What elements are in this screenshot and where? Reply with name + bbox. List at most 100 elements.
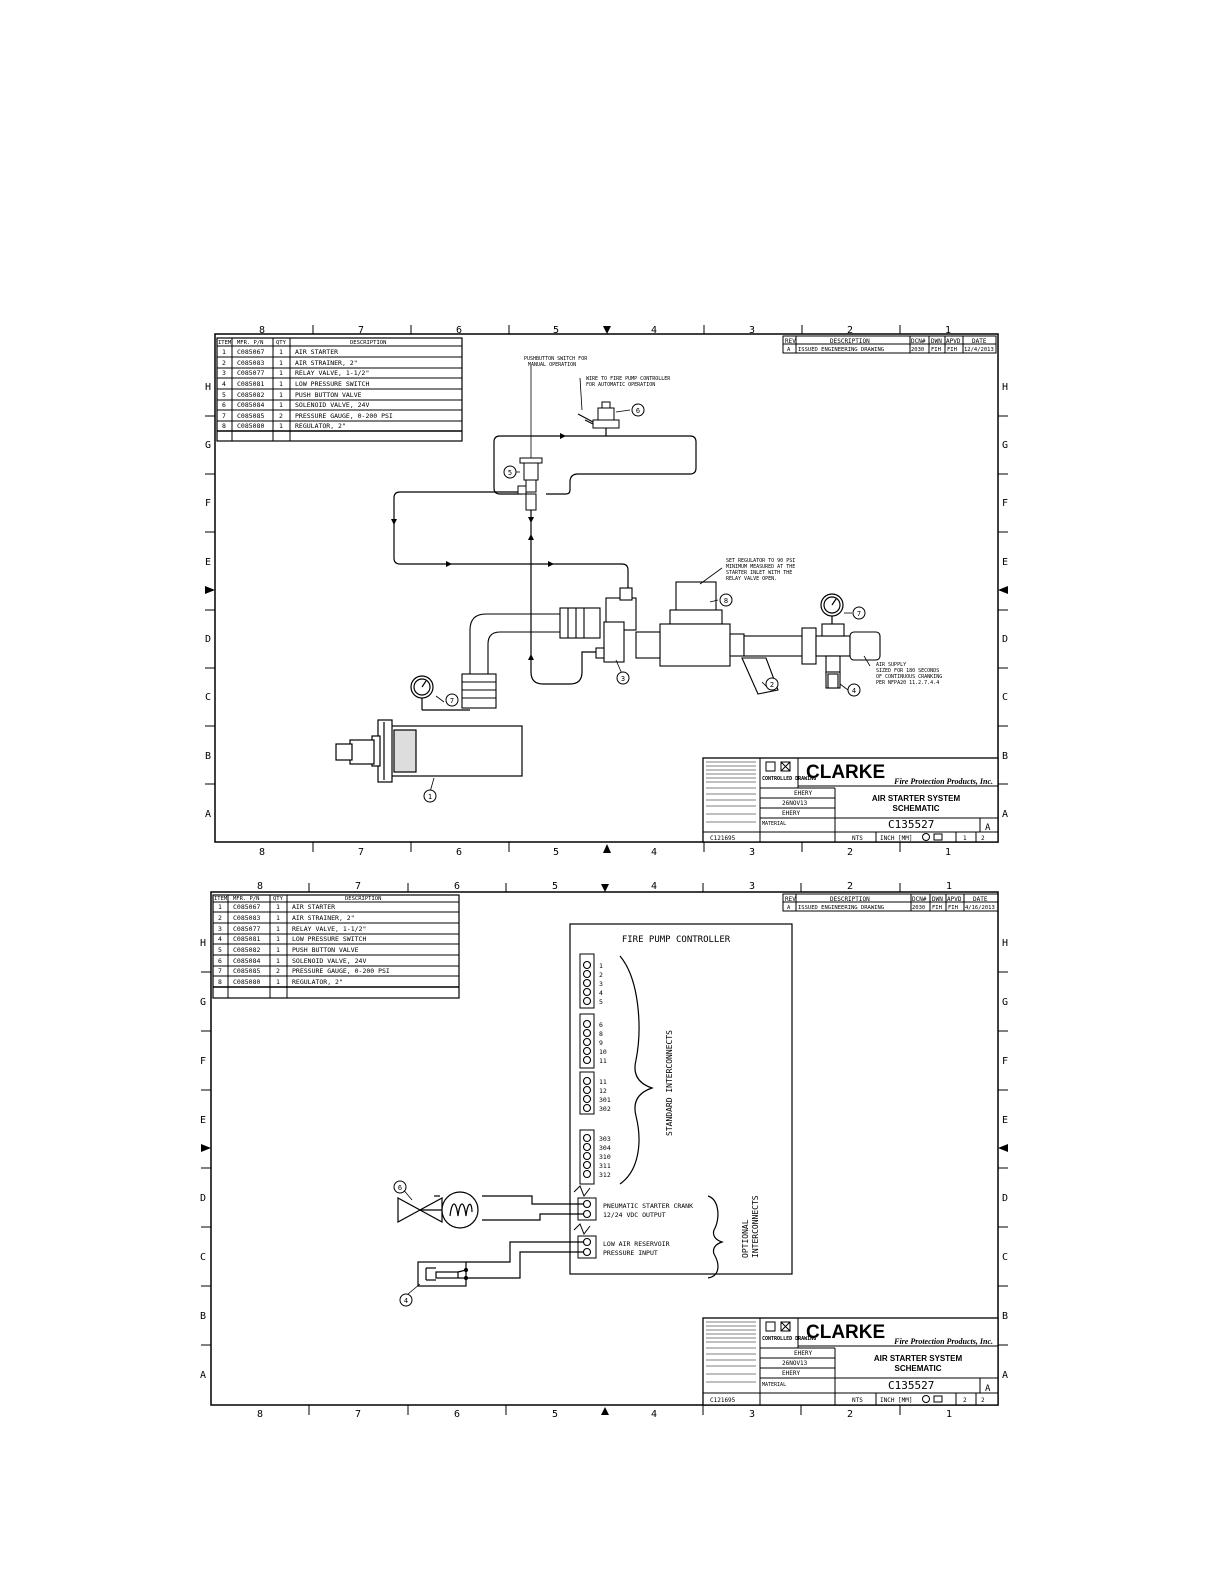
bom-cell: 1: [276, 914, 280, 922]
col-label: 8: [257, 881, 263, 892]
drawing-border: [214, 333, 999, 843]
terminal-label: 8: [599, 1030, 603, 1038]
terminal-label: 11: [599, 1078, 607, 1086]
terminal-label: 304: [599, 1144, 611, 1152]
col-label: 6: [456, 325, 462, 336]
bom-cell: REGULATOR, 2": [292, 978, 343, 986]
col-label: 1: [946, 1409, 952, 1420]
balloon-3: 3: [621, 675, 625, 683]
flow-arrow-icon: [560, 433, 566, 439]
material-label: MATERIAL: [762, 1382, 786, 1388]
revision-header: APVD: [946, 338, 961, 345]
col-label: 3: [749, 881, 755, 892]
bom-cell: 1: [279, 422, 283, 430]
projection-symbol-icon: [922, 833, 930, 841]
row-label: H: [200, 938, 206, 949]
drawing-title: SCHEMATIC: [895, 1364, 942, 1373]
drawing-border: [210, 891, 999, 1406]
terminal-label: 6: [599, 1021, 603, 1029]
revision-header: DESCRIPTION: [830, 338, 870, 345]
row-ruler: H G F E D C B A H G F E D C B A: [205, 382, 1008, 820]
terminal-label: 5: [599, 998, 603, 1006]
bom-cell: C085084: [237, 401, 264, 409]
center-arrow-icon: [201, 1144, 211, 1152]
center-arrow-icon: [205, 586, 215, 594]
col-label: 5: [552, 881, 558, 892]
title-block: CONTROLLED DRAWING CLARKE Fire Protectio…: [702, 1317, 999, 1406]
callout-balloons: 6 5 8 7 2 3 4 7 1: [423, 403, 866, 803]
revision-cell: A: [787, 347, 791, 353]
balloon-7: 7: [450, 697, 454, 705]
bom-cell: 4: [222, 380, 226, 388]
bom-cell: C085081: [237, 380, 264, 388]
sheet-number: 1: [963, 835, 967, 842]
note-air-supply: SIZED FOR 180 SECONDS: [876, 668, 939, 674]
solenoid-valve: [577, 401, 620, 429]
column-ruler-top: 8 7 6 5 4 3 2 1: [257, 881, 952, 892]
checked-by: EHERY: [782, 810, 800, 817]
revision-header: DWN: [931, 338, 942, 345]
bom-cell: C085082: [237, 391, 264, 399]
bom-cell: 1: [279, 391, 283, 399]
reservoir-input-label: LOW AIR RESERVOIR: [603, 1240, 670, 1248]
center-arrow-icon: [998, 586, 1008, 594]
units: INCH [MM]: [880, 835, 913, 842]
row-label: C: [1002, 692, 1008, 703]
bom-cell: AIR STARTER: [295, 348, 338, 356]
flow-arrow-icon: [528, 534, 534, 540]
col-label: 8: [259, 847, 265, 858]
air-line: [493, 435, 697, 495]
bom-cell: C085083: [233, 914, 260, 922]
reference-number: C121695: [710, 1397, 736, 1404]
col-label: 2: [847, 881, 853, 892]
col-label: 4: [651, 1409, 657, 1420]
row-label: D: [200, 1193, 206, 1204]
terminal-label: 3: [599, 980, 603, 988]
pneumatic-schematic: [393, 426, 697, 685]
units: INCH [MM]: [880, 1397, 913, 1404]
revision-header: DATE: [972, 338, 987, 345]
row-label: B: [1002, 751, 1008, 762]
bom-cell: C085080: [233, 978, 260, 986]
bom-cell: 7: [218, 967, 222, 975]
row-label: E: [205, 557, 211, 568]
standard-interconnects-label: STANDARD INTERCONNECTS: [665, 1030, 674, 1136]
bom-header: MFR. P/N: [233, 896, 260, 902]
col-label: 4: [651, 847, 657, 858]
revision-block: REV DESCRIPTION DCN# DWN APVD DATE A ISS…: [782, 335, 997, 354]
row-label: B: [205, 751, 211, 762]
bom-cell: 2: [218, 914, 222, 922]
terminal-screws: [582, 960, 592, 1257]
note-pushbutton: MANUAL OPERATION: [528, 362, 576, 368]
relay-valve: [595, 587, 637, 663]
bill-of-materials: ITEM MFR. P/N QTY DESCRIPTION 1 C085067 …: [216, 337, 463, 442]
bom-header: ITEM: [214, 896, 228, 902]
revision-cell: ISSUED ENGINEERING DRAWING: [798, 905, 884, 911]
center-arrow-icon: [601, 884, 609, 892]
bom-cell: 1: [222, 348, 226, 356]
sheet-total: 2: [981, 1397, 985, 1404]
bom-cell: 2: [222, 359, 226, 367]
bom-cell: 1: [279, 359, 283, 367]
revision-cell: 4/16/2013: [965, 905, 995, 911]
row-label: F: [1002, 498, 1008, 509]
col-label: 4: [651, 325, 657, 336]
bom-cell: PUSH BUTTON VALVE: [295, 391, 362, 399]
drawn-by: EHERY: [794, 1350, 812, 1357]
center-arrow-icon: [603, 326, 611, 334]
col-label: 7: [358, 325, 364, 336]
center-arrow-icon: [601, 1407, 609, 1415]
col-label: 7: [358, 847, 364, 858]
inlet-piping: [461, 607, 601, 709]
terminal-label: 312: [599, 1171, 611, 1179]
break-mark: [573, 1185, 591, 1198]
revision-header: DCN#: [911, 338, 926, 345]
bom-cell: 8: [218, 978, 222, 986]
bom-cell: RELAY VALVE, 1-1/2": [295, 369, 369, 377]
wiring: [434, 1195, 583, 1279]
terminal-label: 2: [599, 971, 603, 979]
revision-cell: 12/4/2013: [964, 347, 994, 353]
bom-cell: 3: [222, 369, 226, 377]
air-starter: [335, 719, 523, 783]
row-label: F: [1002, 1056, 1008, 1067]
